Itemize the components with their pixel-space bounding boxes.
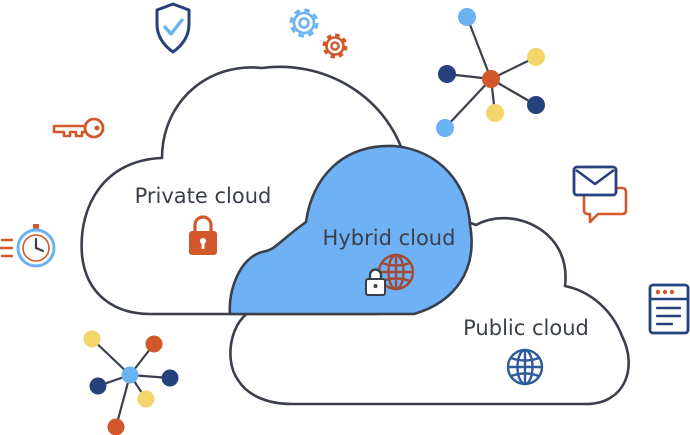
browser-window-icon bbox=[648, 283, 690, 335]
network-icon bbox=[436, 8, 545, 137]
shield-check-icon bbox=[155, 2, 191, 54]
mail-icon bbox=[572, 165, 618, 197]
gear-small-icon bbox=[322, 33, 348, 59]
hybrid-cloud-label: Hybrid cloud bbox=[323, 226, 456, 250]
public-globe-icon bbox=[506, 348, 544, 386]
padlock-small-icon bbox=[365, 268, 386, 296]
gear-icon bbox=[289, 8, 319, 38]
key-icon bbox=[52, 117, 105, 139]
private-cloud-label: Private cloud bbox=[135, 184, 272, 208]
network-icon bbox=[83, 330, 179, 435]
stopwatch-icon bbox=[0, 224, 56, 268]
padlock-icon bbox=[189, 215, 217, 255]
public-cloud-label: Public cloud bbox=[463, 316, 589, 340]
